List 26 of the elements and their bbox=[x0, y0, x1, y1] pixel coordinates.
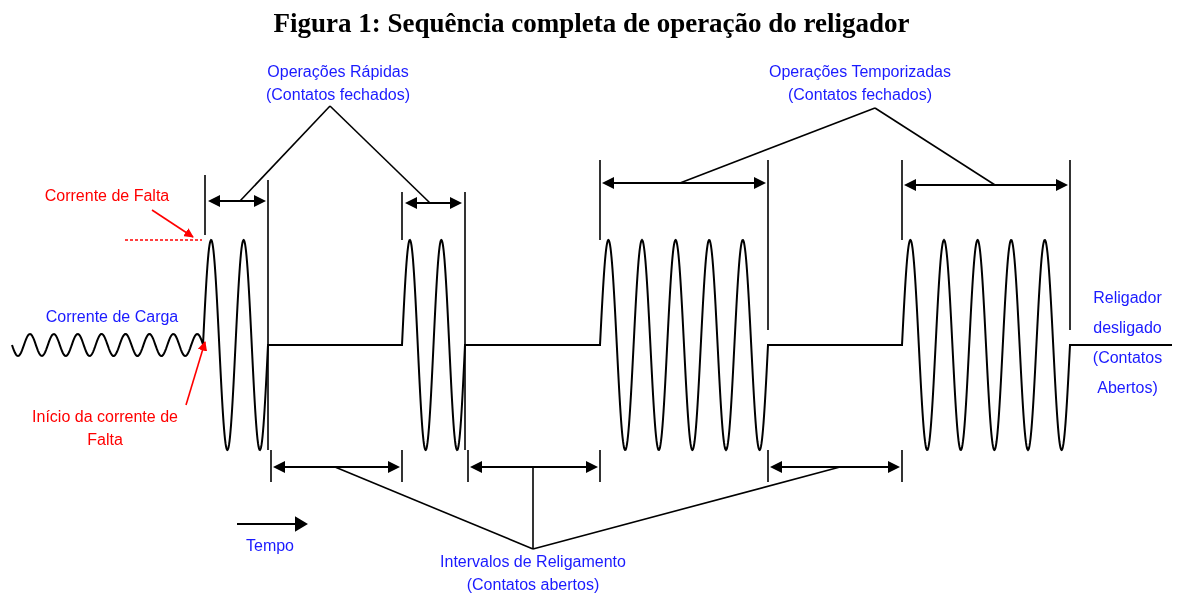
leader-line bbox=[532, 466, 534, 550]
span-arrow bbox=[602, 177, 766, 189]
span-arrow bbox=[405, 197, 462, 209]
span-arrow bbox=[904, 179, 1068, 191]
leader-line bbox=[239, 105, 331, 202]
fault-level-line bbox=[124, 239, 203, 241]
span-arrow bbox=[470, 461, 598, 473]
leader-line bbox=[329, 105, 431, 204]
annotation-text: Corrente de Carga bbox=[44, 307, 180, 327]
span-arrow bbox=[208, 195, 266, 207]
annotation-text: Corrente de Falta bbox=[22, 184, 192, 207]
leader-arrow bbox=[185, 341, 208, 406]
axis-label: Tempo bbox=[245, 536, 295, 556]
annotation-text: Operações Temporizadas (Contatos fechados) bbox=[740, 60, 980, 106]
annotation-text: Intervalos de Religamento (Contatos abertos) bbox=[408, 550, 658, 596]
leader-line bbox=[532, 466, 841, 550]
annotation-text: Religador desligado (Contatos Abertos) bbox=[1091, 288, 1164, 398]
leader-line bbox=[874, 107, 996, 186]
span-arrow bbox=[273, 461, 400, 473]
leader-line bbox=[334, 466, 534, 550]
figure-title: Figura 1: Sequência completa de operação do religador bbox=[272, 8, 911, 39]
annotation-text: Início da corrente de Falta bbox=[25, 405, 185, 451]
annotation-text: Operações Rápidas (Contatos fechados) bbox=[238, 60, 438, 106]
leader-arrow bbox=[151, 209, 194, 238]
leader-line bbox=[679, 107, 876, 184]
span-arrow bbox=[770, 461, 900, 473]
